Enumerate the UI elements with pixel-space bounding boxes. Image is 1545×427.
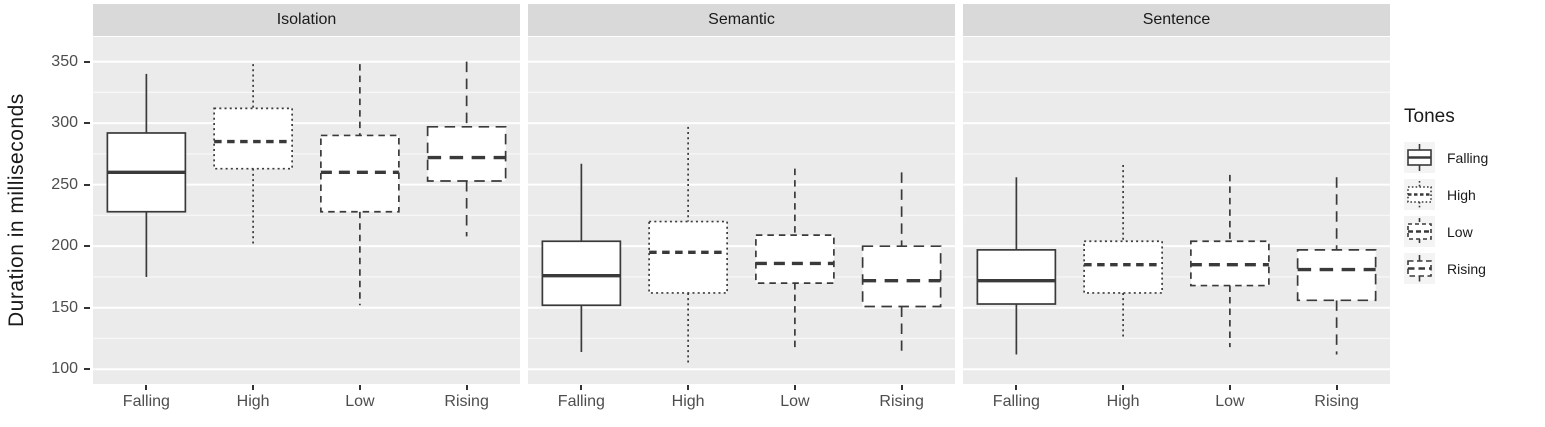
x-tick-mark: [145, 385, 148, 390]
legend-title: Tones: [1404, 106, 1455, 127]
y-tick-label: 100: [51, 360, 78, 378]
iqr-box: [541, 240, 622, 307]
boxplot-low: [1190, 174, 1270, 348]
x-tick-label: High: [236, 393, 270, 410]
facet-strip: Isolation: [93, 4, 520, 36]
boxplot-canvas: [963, 60, 1390, 371]
x-tick-mark: [465, 385, 468, 390]
legend-entry-label: Rising: [1447, 260, 1486, 277]
x-tick-mark: [252, 385, 255, 390]
x-tick-mark: [900, 385, 903, 390]
legend-entry-low: Low: [1404, 216, 1544, 247]
boxplot-canvas: [93, 60, 520, 371]
boxplot-canvas: [528, 60, 955, 371]
y-tick-label: 350: [51, 52, 78, 70]
x-tick-mark: [1015, 385, 1018, 390]
facet-isolation: Isolation Falling High Low Rising: [93, 4, 520, 418]
x-tick-mark: [1228, 385, 1231, 390]
boxplot-low: [755, 168, 835, 353]
x-tick-mark: [1122, 385, 1125, 390]
x-tick-label: Low: [1215, 393, 1245, 410]
y-tick-mark: [84, 306, 90, 309]
y-tick-mark: [84, 122, 90, 125]
facet-panels-row: Isolation Falling High Low Rising Semantic …: [93, 4, 1390, 418]
x-tick-label: Low: [345, 393, 375, 410]
y-tick-label: 250: [51, 175, 78, 193]
legend-entry-label: Falling: [1447, 149, 1489, 166]
x-tick-label: High: [671, 393, 705, 410]
legend-entry-rising: Rising: [1404, 253, 1544, 284]
y-tick-label: 150: [51, 298, 78, 316]
x-tick-label: Low: [780, 393, 810, 410]
legend-entry-high: High: [1404, 179, 1544, 210]
y-tick-mark: [84, 60, 90, 63]
iqr-box: [1296, 249, 1377, 302]
facet-strip-label: Isolation: [276, 11, 337, 28]
y-tick-mark: [84, 368, 90, 371]
iqr-box: [976, 249, 1057, 305]
boxplot-high: [1083, 164, 1163, 340]
x-axis: Falling High Low Rising: [963, 384, 1390, 418]
x-tick-label: Falling: [122, 393, 170, 410]
boxplot-rising: [1296, 177, 1377, 355]
x-tick-mark: [793, 385, 796, 390]
legend-entry-label: Low: [1447, 223, 1473, 240]
boxplot-falling: [106, 73, 187, 277]
facet-strip-label: Semantic: [708, 11, 775, 28]
boxplot-high: [213, 64, 293, 247]
panel-plot-area: [528, 37, 955, 384]
x-tick-label: Falling: [557, 393, 605, 410]
boxplot-rising: [426, 61, 507, 237]
y-axis: 100 150 200 250 300 350: [30, 37, 90, 384]
boxplot-low: [320, 64, 400, 306]
y-tick-label: 200: [51, 237, 78, 255]
panel-plot-area: [963, 37, 1390, 384]
y-axis-title: Duration in milliseconds: [5, 93, 28, 328]
facet-sentence: Sentence Falling High Low Rising: [963, 4, 1390, 418]
x-axis: Falling High Low Rising: [93, 384, 520, 418]
x-tick-mark: [687, 385, 690, 390]
legend-entry-falling: Falling: [1404, 142, 1544, 173]
boxplot-high: [648, 126, 728, 364]
facet-strip: Sentence: [963, 4, 1390, 36]
x-tick-mark: [580, 385, 583, 390]
boxplot-solid-key-icon: [1404, 142, 1435, 173]
panel-plot-area: [93, 37, 520, 384]
x-tick-label: Rising: [444, 393, 489, 410]
facet-strip-label: Sentence: [1142, 11, 1211, 28]
boxplot-longdash-key-icon: [1404, 253, 1435, 284]
boxplot-falling: [976, 177, 1057, 355]
boxplot-dotted-key-icon: [1404, 179, 1435, 210]
x-tick-label: High: [1106, 393, 1140, 410]
iqr-box: [426, 125, 507, 182]
x-tick-mark: [358, 385, 361, 390]
y-tick-label: 300: [51, 114, 78, 132]
x-tick-mark: [1335, 385, 1338, 390]
facet-strip: Semantic: [528, 4, 955, 36]
iqr-box: [755, 234, 835, 284]
iqr-box: [861, 245, 942, 308]
y-tick-mark: [84, 183, 90, 186]
y-tick-mark: [84, 245, 90, 248]
x-tick-label: Rising: [879, 393, 924, 410]
iqr-box: [213, 107, 293, 170]
boxplot-dashed-key-icon: [1404, 216, 1435, 247]
iqr-box: [648, 220, 728, 294]
facet-semantic: Semantic Falling High Low Rising: [528, 4, 955, 418]
boxplot-rising: [861, 172, 942, 351]
iqr-box: [1083, 240, 1163, 294]
x-axis: Falling High Low Rising: [528, 384, 955, 418]
legend-entry-label: High: [1447, 186, 1476, 203]
legend: Tones Falling High Low Rising: [1404, 106, 1544, 290]
boxplot-falling: [541, 163, 622, 353]
x-tick-label: Falling: [992, 393, 1040, 410]
x-tick-label: Rising: [1314, 393, 1359, 410]
